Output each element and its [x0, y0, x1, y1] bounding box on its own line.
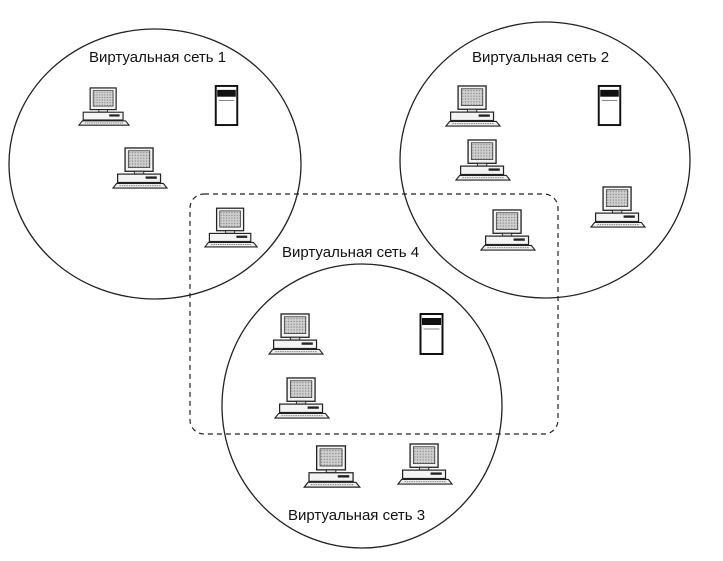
workstation-icon — [445, 85, 501, 127]
vlan1-label: Виртуальная сеть 1 — [89, 49, 226, 66]
vlan2-circle — [399, 21, 691, 299]
workstation-icon — [268, 313, 324, 355]
server-icon — [597, 84, 622, 127]
devices — [78, 84, 646, 488]
workstation-icon — [303, 445, 361, 488]
workstation-icon — [112, 147, 168, 189]
vlan3-circle — [221, 263, 503, 549]
vlan3-label: Виртуальная сеть 3 — [288, 507, 425, 524]
vlan4-boundary — [189, 193, 559, 435]
vlan4-label: Виртуальная сеть 4 — [282, 244, 419, 261]
workstation-icon — [78, 87, 130, 126]
workstation-icon — [590, 186, 646, 228]
vlan1-circle — [8, 28, 302, 300]
server-icon — [214, 84, 239, 127]
workstation-icon — [480, 209, 536, 251]
vlan2-label: Виртуальная сеть 2 — [472, 49, 609, 66]
workstation-icon — [204, 207, 258, 248]
workstation-icon — [455, 139, 511, 181]
network-labels: Виртуальная сеть 1 Виртуальная сеть 2 Ви… — [89, 49, 609, 524]
server-icon — [419, 312, 444, 356]
network-boundaries — [8, 21, 691, 549]
workstation-icon — [274, 377, 330, 419]
workstation-icon — [397, 443, 453, 485]
